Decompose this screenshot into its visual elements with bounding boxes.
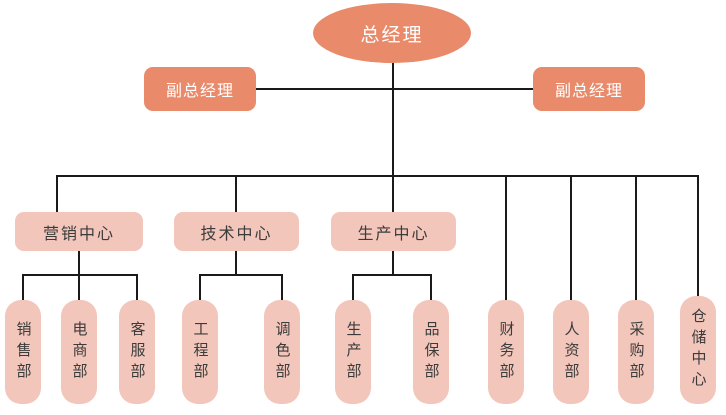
node-production-department[interactable]: 生产部 — [335, 300, 371, 404]
node-label: 销售部 — [14, 320, 32, 384]
node-label: 人资部 — [562, 320, 580, 384]
node-general-manager[interactable]: 总经理 — [313, 3, 471, 63]
node-technology-center[interactable]: 技术中心 — [174, 212, 299, 251]
connector-drop-finance — [505, 175, 507, 301]
connector-marketing-child-1 — [22, 274, 24, 301]
connector-deputy-bar — [256, 88, 534, 90]
node-warehouse-center[interactable]: 仓储中心 — [680, 296, 716, 404]
node-quality-assurance-department[interactable]: 品保部 — [413, 300, 449, 404]
connector-production-child-2 — [430, 274, 432, 301]
node-engineering-department[interactable]: 工程部 — [182, 300, 218, 404]
node-deputy-general-manager-left[interactable]: 副总经理 — [144, 67, 256, 111]
connector-production-stem — [392, 250, 394, 275]
node-label: 副总经理 — [554, 83, 623, 100]
connector-drop-production — [392, 175, 394, 213]
node-label: 营销中心 — [42, 225, 115, 243]
node-label: 生产部 — [344, 320, 362, 384]
connector-production-bar — [352, 274, 431, 276]
node-label: 品保部 — [422, 320, 440, 384]
connector-marketing-stem — [78, 250, 80, 275]
node-production-center[interactable]: 生产中心 — [331, 212, 456, 251]
connector-technology-child-2 — [281, 274, 283, 301]
node-label: 调色部 — [273, 320, 291, 384]
node-label: 客服部 — [128, 320, 146, 384]
node-label: 总经理 — [360, 24, 424, 46]
connector-drop-marketing — [56, 175, 58, 213]
connector-technology-stem — [235, 250, 237, 275]
connector-technology-child-1 — [199, 274, 201, 301]
connector-main-bus — [56, 175, 698, 177]
connector-drop-technology — [235, 175, 237, 213]
connector-ceo-trunk — [392, 62, 394, 176]
connector-marketing-child-2 — [78, 274, 80, 301]
connector-drop-hr — [570, 175, 572, 301]
node-label: 工程部 — [191, 320, 209, 384]
node-ecommerce-department[interactable]: 电商部 — [61, 300, 97, 404]
node-finance-department[interactable]: 财务部 — [488, 300, 524, 404]
connector-technology-bar — [199, 274, 281, 276]
node-label: 技术中心 — [200, 225, 273, 243]
node-label: 财务部 — [497, 320, 515, 384]
node-deputy-general-manager-right[interactable]: 副总经理 — [533, 67, 645, 111]
connector-marketing-child-3 — [136, 274, 138, 301]
node-label: 生产中心 — [357, 225, 430, 243]
node-label: 副总经理 — [165, 83, 234, 100]
node-procurement-department[interactable]: 采购部 — [618, 300, 654, 404]
node-label: 电商部 — [70, 320, 88, 384]
connector-drop-warehouse — [697, 175, 699, 297]
connector-drop-procurement — [635, 175, 637, 301]
connector-production-child-1 — [352, 274, 354, 301]
node-label: 采购部 — [627, 320, 645, 384]
node-marketing-center[interactable]: 营销中心 — [15, 212, 143, 251]
node-sales-department[interactable]: 销售部 — [5, 300, 41, 404]
node-color-matching-department[interactable]: 调色部 — [264, 300, 300, 404]
node-customer-service-department[interactable]: 客服部 — [119, 300, 155, 404]
node-label: 仓储中心 — [689, 308, 707, 392]
node-human-resources-department[interactable]: 人资部 — [553, 300, 589, 404]
